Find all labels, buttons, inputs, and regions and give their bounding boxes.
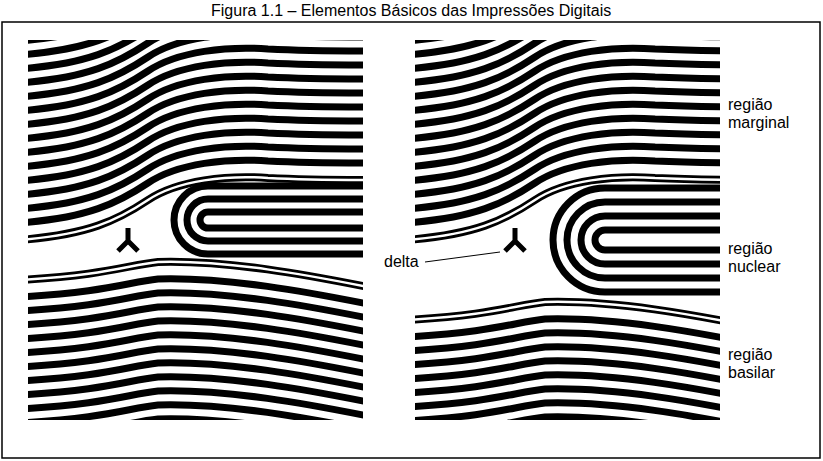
ridge-loop: [567, 202, 740, 278]
boundary-line: [405, 177, 760, 240]
ridge-marginal: [18, 76, 373, 139]
boundary-line: [405, 302, 760, 328]
ridge-marginal: [405, 104, 760, 167]
ridge-loop: [553, 188, 740, 292]
ridge-marginal: [405, 118, 760, 181]
ridge-marginal: [405, 62, 760, 125]
delta-label: delta: [382, 253, 421, 271]
ridge-basilar: [18, 433, 373, 459]
ridge-loop: [187, 199, 383, 241]
delta-symbol: [505, 228, 525, 251]
ridge-marginal: [405, 76, 760, 139]
figure-title: Figura 1.1 – Elementos Básicos das Impre…: [211, 2, 611, 20]
ridge-marginal: [18, 62, 373, 125]
ridge-marginal: [18, 48, 373, 111]
ridge-marginal: [405, 34, 760, 97]
region-label: região basilar: [728, 346, 816, 383]
ridge-marginal: [18, 104, 373, 167]
fingerprint-right: [405, 0, 760, 461]
ridge-marginal: [18, 20, 373, 83]
delta-symbol: [118, 228, 138, 251]
region-label: região marginal: [728, 96, 816, 133]
ridge-basilar: [405, 445, 760, 461]
ridge-marginal: [405, 48, 760, 111]
ridge-marginal: [405, 20, 760, 83]
boundary-line: [18, 177, 373, 240]
boundary-line: [405, 177, 760, 240]
ridge-marginal: [18, 118, 373, 181]
ridge-marginal: [18, 90, 373, 153]
ridge-loop: [174, 186, 383, 254]
ridge-basilar: [405, 459, 760, 461]
ridge-basilar: [18, 447, 373, 461]
figure-frame: [2, 22, 820, 458]
region-label: região nuclear: [728, 240, 816, 277]
boundary-line: [18, 262, 373, 288]
ridge-loop: [200, 212, 383, 228]
delta-leader: [425, 252, 500, 262]
ridge-basilar: [18, 419, 373, 445]
boundary-line: [405, 302, 760, 328]
boundary-line: [18, 262, 373, 288]
ridge-basilar: [405, 417, 760, 443]
ridge-loop: [581, 216, 740, 264]
boundary-line: [18, 177, 373, 240]
ridge-basilar: [405, 431, 760, 457]
ridge-marginal: [18, 34, 373, 97]
fingerprint-left: [18, 0, 383, 461]
ridge-loop: [595, 230, 740, 250]
ridge-marginal: [405, 90, 760, 153]
